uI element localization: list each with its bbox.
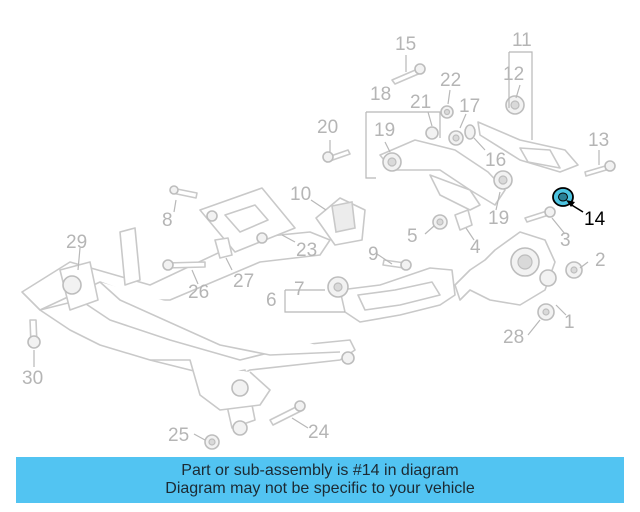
callout-1: 1 <box>564 312 575 333</box>
callout-20: 20 <box>317 117 338 138</box>
callout-15: 15 <box>395 34 416 55</box>
callout-29: 29 <box>66 232 87 253</box>
part-14-highlighted-bushing[interactable] <box>552 187 584 213</box>
callout-21: 21 <box>410 92 431 113</box>
callout-27: 27 <box>233 271 254 292</box>
banner-line-part: Part or sub-assembly is #14 in diagram <box>181 462 459 479</box>
parts-diagram: 1 2 3 4 5 6 7 8 9 10 11 12 13 14 15 16 1… <box>21 30 616 450</box>
info-banner: Part or sub-assembly is #14 in diagram D… <box>16 457 624 503</box>
callout-13: 13 <box>588 130 609 151</box>
callout-19-upper: 19 <box>374 120 395 141</box>
small-bushings <box>425 105 476 146</box>
callout-9: 9 <box>368 244 379 265</box>
callout-4: 4 <box>470 237 481 258</box>
callout-8: 8 <box>162 210 173 231</box>
callout-14-highlighted: 14 <box>584 209 606 230</box>
callout-11: 11 <box>512 30 532 51</box>
callout-19-lower: 19 <box>488 208 509 229</box>
callout-26: 26 <box>188 282 209 303</box>
callout-18: 18 <box>370 84 391 105</box>
callout-30: 30 <box>22 368 43 389</box>
part-10-mount <box>315 197 366 246</box>
part-8-link <box>169 185 198 199</box>
callout-5: 5 <box>407 226 418 247</box>
part-23-bracket <box>199 187 296 253</box>
callout-12: 12 <box>503 64 524 85</box>
callout-labels: 1 2 3 4 5 6 7 8 9 10 11 12 13 14 15 16 1… <box>22 30 609 446</box>
leader-lines <box>33 51 600 441</box>
callout-10: 10 <box>290 184 311 205</box>
callout-23: 23 <box>296 240 317 261</box>
part-6-lower-arm <box>284 267 456 323</box>
rear-subframe <box>21 227 356 436</box>
callout-3: 3 <box>560 230 571 251</box>
misc-small-parts <box>204 209 473 450</box>
callout-17: 17 <box>459 96 480 117</box>
banner-line-disclaimer: Diagram may not be specific to your vehi… <box>165 480 475 497</box>
part-18-upper-arm <box>365 111 513 211</box>
part-1-knuckle <box>454 231 583 321</box>
callout-25: 25 <box>168 425 189 446</box>
callout-24: 24 <box>308 422 330 443</box>
callout-7: 7 <box>294 279 305 300</box>
callout-2: 2 <box>595 250 606 271</box>
callout-16: 16 <box>485 150 506 171</box>
callout-22: 22 <box>440 70 461 91</box>
callout-28: 28 <box>503 327 524 348</box>
callout-6: 6 <box>266 290 277 311</box>
part-11-lower-link <box>477 95 579 173</box>
